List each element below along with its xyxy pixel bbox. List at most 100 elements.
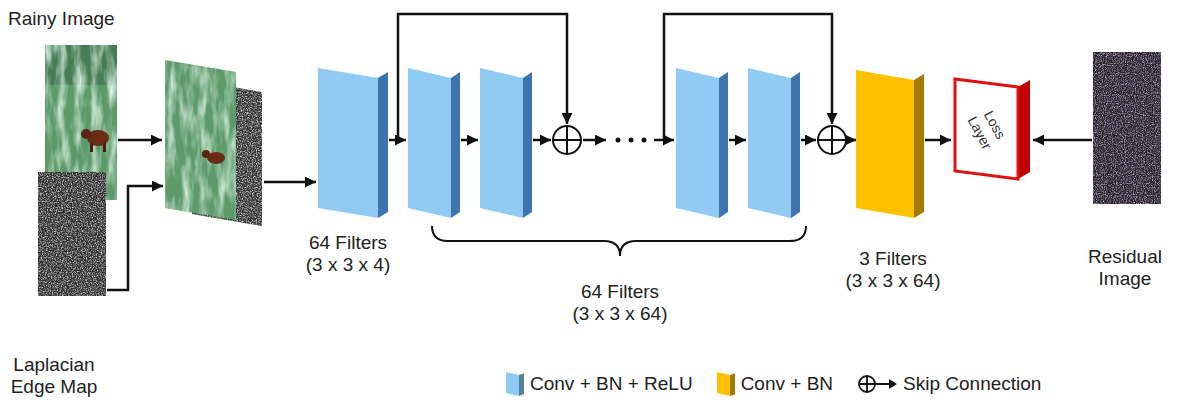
residual-blocks [408, 68, 800, 218]
legend-item: Skip Connection [857, 372, 1041, 396]
slab-front [506, 372, 519, 396]
sum-symbol [818, 126, 846, 154]
image-ground [38, 172, 106, 296]
legend-text: Conv + BN [741, 373, 833, 395]
rain-streaks [165, 60, 236, 220]
slab-front [856, 70, 914, 218]
flow-arrow [801, 139, 816, 142]
label-text: Laplacian Edge Map [9, 354, 100, 398]
conv-block-side [719, 72, 728, 218]
line-spacer [389, 232, 393, 254]
edge-texture [38, 172, 106, 296]
line-spacer [9, 354, 12, 376]
flow-arrow [729, 139, 746, 142]
image-frame: Rainy Image [45, 45, 117, 200]
dot [629, 138, 634, 143]
line-spacer [929, 248, 944, 270]
label-text: Residual Image [1086, 246, 1164, 290]
stacked-rainy-image [165, 60, 236, 220]
arrow-head [889, 379, 897, 389]
line-spacer [843, 248, 858, 270]
slab-outline [856, 70, 924, 218]
label-holder: 64 Filters (3 x 3 x 64) [570, 281, 670, 325]
ellipsis-dots [616, 138, 647, 143]
skip-connection-symbol [857, 372, 897, 396]
label-text: 64 Filters (3 x 3 x 4) [304, 232, 393, 276]
legend-swatch [506, 372, 524, 396]
conv-block-front [748, 68, 791, 218]
label-holder: Rainy Image [8, 8, 115, 30]
conv-block-front [480, 68, 523, 218]
image-ground [1093, 52, 1161, 204]
line-spacer [97, 354, 100, 376]
label-text: Rainy Image [8, 8, 115, 30]
slab-front [318, 68, 378, 218]
conv-bn-relu-block: 64 Filters (3 x 3 x 4) [318, 68, 388, 218]
image-frame: Residual Image [1093, 52, 1161, 204]
image-frame: Laplacian Edge Map [38, 172, 106, 296]
sum-symbol [553, 126, 581, 154]
conv-bn-block: 3 Filters (3 x 3 x 64) [856, 70, 924, 218]
residual-image-picture [1093, 52, 1161, 204]
sum-plus [859, 376, 875, 392]
flow-arrow [107, 186, 163, 290]
conv-block-side [523, 72, 532, 218]
sum-circle [859, 376, 875, 392]
legend-text: Skip Connection [903, 373, 1041, 395]
curly-brace [432, 226, 806, 256]
legend: Conv + BN + ReLU Conv + BN Skip Connection [506, 372, 1065, 396]
edge-map-picture [38, 172, 106, 296]
skip-line [398, 14, 567, 140]
stacked-input-picture [165, 60, 262, 226]
loss-side [1018, 80, 1030, 179]
slab-front [717, 372, 730, 396]
slab-outline [318, 68, 388, 218]
dot [616, 138, 621, 143]
flow-arrow [118, 139, 162, 142]
cow-head [202, 150, 210, 158]
label-holder: Residual Image [1086, 246, 1164, 290]
loss-layer-box: Loss Layer [952, 76, 1032, 182]
residual-texture [1093, 52, 1161, 204]
connector-arrow [1033, 139, 1092, 142]
legend-swatch [717, 372, 735, 396]
sum-circle [818, 126, 846, 154]
label-text: 64 Filters (3 x 3 x 64) [570, 281, 670, 325]
label-holder: 64 Filters (3 x 3 x 4) [304, 232, 393, 276]
flow-arrow [583, 139, 606, 142]
conv-block-side [791, 72, 800, 218]
slab-side [914, 74, 924, 218]
conv-block-side [451, 72, 460, 218]
loss-front [955, 79, 1018, 179]
sum-circle [553, 126, 581, 154]
legend-item: Conv + BN [717, 372, 833, 396]
line-spacer [1164, 246, 1165, 268]
line-spacer [570, 281, 579, 303]
cow-leg [103, 143, 106, 152]
arrow-line [875, 383, 890, 385]
label-holder: Laplacian Edge Map [9, 354, 100, 398]
legend-item: Conv + BN + ReLU [506, 372, 693, 396]
conv-block-front [676, 68, 719, 218]
line-spacer [304, 232, 308, 254]
flow-arrow [461, 139, 478, 142]
flow-arrow [533, 139, 551, 142]
legend-text: Conv + BN + ReLU [530, 373, 693, 395]
connector-arrow [925, 139, 951, 142]
flow-arrows [107, 14, 854, 290]
slab-side [378, 72, 388, 218]
skip-line [664, 14, 832, 140]
line-spacer [661, 281, 670, 303]
sum-plus [818, 126, 846, 154]
line-spacer [1086, 246, 1087, 268]
slab-side [519, 373, 524, 396]
cow-leg [90, 143, 93, 152]
sum-plus [553, 126, 581, 154]
cow-head [81, 129, 91, 139]
dot [642, 138, 647, 143]
flow-arrow [264, 181, 316, 184]
conv-block-front [408, 68, 451, 218]
